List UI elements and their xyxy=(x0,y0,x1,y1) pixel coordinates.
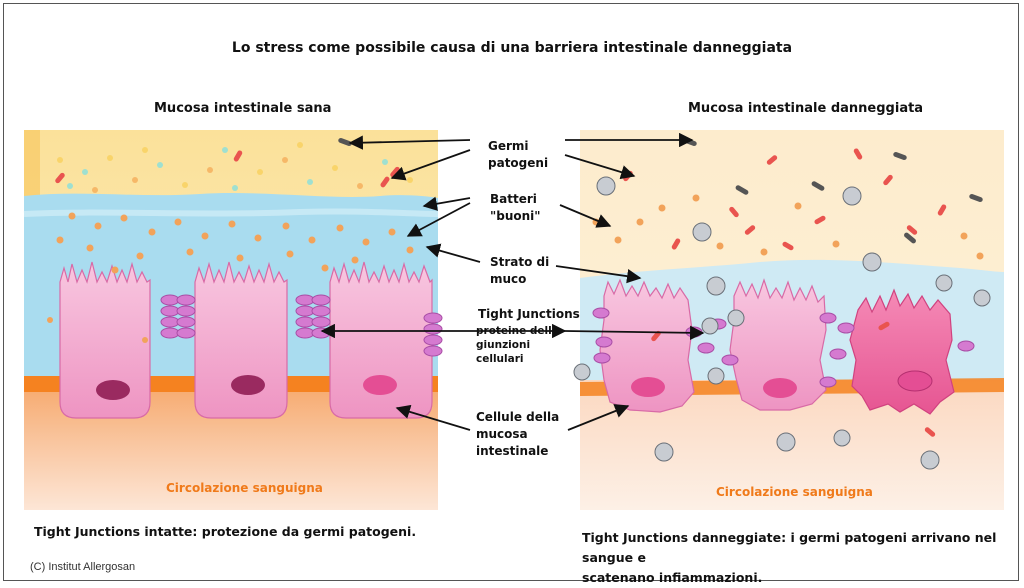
cells-label-line3: intestinale xyxy=(476,444,549,458)
good-bacteria-left xyxy=(47,212,414,343)
good-bacteria-label-line1: Batteri xyxy=(490,192,537,206)
damaged-cell-1 xyxy=(599,278,695,413)
good-bacteria-label-line2: "buoni" xyxy=(490,209,541,223)
nucleus-dark xyxy=(96,380,130,400)
tight-junctions-label: Tight Junctions xyxy=(478,307,580,321)
damaged-cell-2 xyxy=(729,278,827,411)
figure-frame xyxy=(3,3,1019,581)
circulation-label-left: Circolazione sanguigna xyxy=(166,481,323,495)
tj-sublabel-line1: proteine delle xyxy=(476,325,559,337)
damaged-panel-heading: Mucosa intestinale danneggiata xyxy=(688,101,924,116)
mucus-label-line1: Strato di xyxy=(490,255,550,269)
lumen-particles-left xyxy=(57,142,413,193)
good-bacteria-label: Batteri "buoni" xyxy=(490,191,541,225)
damaged-mucosa-panel xyxy=(573,130,1004,510)
nucleus-light xyxy=(631,377,665,397)
cells-label-line2: mucosa xyxy=(476,427,528,441)
tj-sublabel-line3: cellulari xyxy=(476,353,524,365)
good-bacteria-right xyxy=(592,194,984,260)
healthy-cell-2 xyxy=(194,261,288,419)
tight-junctions-left xyxy=(160,294,443,357)
healthy-cell-1 xyxy=(59,261,151,419)
healthy-mucosa-panel xyxy=(23,130,443,510)
nucleus-light xyxy=(363,375,397,395)
healthy-caption: Tight Junctions intatte: protezione da g… xyxy=(34,524,417,539)
mucus-label-line2: muco xyxy=(490,272,527,286)
tight-junctions-sublabel: proteine delle giunzioni cellulari xyxy=(476,324,559,366)
nucleus-light xyxy=(897,370,933,392)
damaged-caption: Tight Junctions danneggiate: i germi pat… xyxy=(582,528,1012,588)
figure-title: Lo stress come possibile causa di una ba… xyxy=(231,40,793,56)
circulation-label-right: Circolazione sanguigna xyxy=(716,485,873,499)
mucus-layer-left-inner xyxy=(23,208,439,217)
damaged-caption-line2: scatenano infiammazioni. xyxy=(582,570,763,585)
healthy-cell-3 xyxy=(329,261,433,419)
nucleus-dark xyxy=(231,375,265,395)
germs-label-line1: Germi xyxy=(488,139,529,153)
annotation-arrows xyxy=(320,132,705,431)
mucus-layer-label: Strato di muco xyxy=(490,254,549,288)
damaged-cell-3-inflamed xyxy=(849,288,955,415)
copyright-notice: (C) Institut Allergosan xyxy=(30,561,136,573)
damaged-caption-line1: Tight Junctions danneggiate: i germi pat… xyxy=(582,530,997,565)
healthy-panel-heading: Mucosa intestinale sana xyxy=(154,101,332,116)
cells-label-line1: Cellule della xyxy=(476,410,560,424)
germs-label: Germi patogeni xyxy=(488,138,548,172)
nucleus-light xyxy=(763,378,797,398)
germs-label-line2: patogeni xyxy=(488,156,549,170)
cells-label: Cellule della mucosa intestinale xyxy=(476,409,559,460)
tj-sublabel-line2: giunzioni xyxy=(476,339,531,351)
